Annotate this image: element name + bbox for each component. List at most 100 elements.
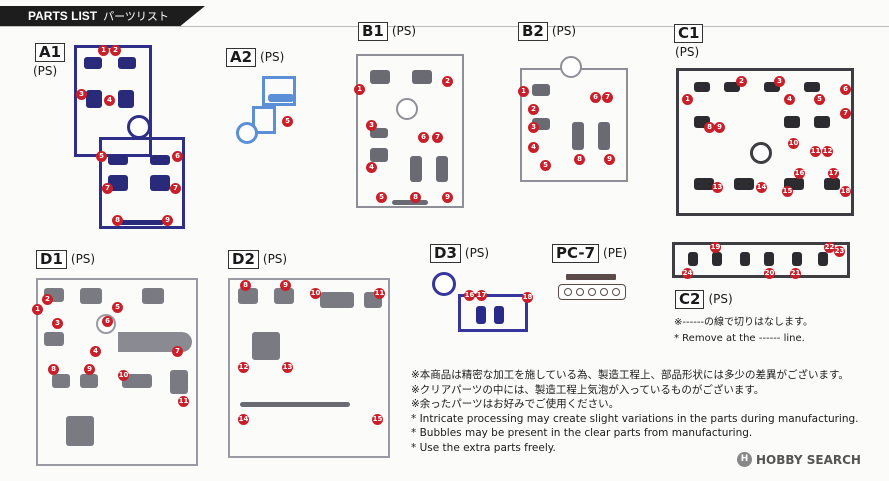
part-number: 2 — [42, 294, 53, 305]
part-number: 9 — [442, 192, 453, 203]
part-number: 12 — [822, 146, 833, 157]
runner-b2-label: B2(PS) — [518, 22, 576, 41]
part-number: 5 — [540, 160, 551, 171]
runner-material: (PS) — [464, 246, 490, 260]
runner-c1-label: C1 — [674, 24, 704, 43]
polycap — [564, 288, 572, 296]
part — [142, 288, 164, 304]
runner-a1: 1 2 3 4 5 6 7 7 8 9 — [74, 45, 189, 231]
part-number: 5 — [96, 151, 107, 162]
part-number: 3 — [76, 89, 87, 100]
part-number: 17 — [476, 290, 487, 301]
runner-code: C2 — [675, 290, 705, 309]
runner-code: C1 — [674, 24, 704, 43]
part-number: 5 — [814, 94, 825, 105]
part — [824, 178, 840, 190]
part — [740, 252, 750, 266]
part — [240, 402, 350, 407]
part — [170, 370, 188, 394]
part-number: 13 — [282, 362, 293, 373]
cut-line-note: ※------の線で切りはなします。 * Remove at the -----… — [674, 315, 813, 347]
part-number: 17 — [828, 168, 839, 179]
part — [80, 288, 102, 304]
runner-d3: 16 17 18 — [428, 268, 540, 338]
part — [118, 90, 134, 108]
part-number: 18 — [840, 186, 851, 197]
part-number: 14 — [756, 182, 767, 193]
part-number: 22 — [824, 242, 835, 253]
part — [80, 374, 98, 388]
part-number: 20 — [764, 268, 775, 279]
part-number: 9 — [604, 154, 615, 165]
part — [86, 90, 102, 108]
note-line: ※本商品は精密な加工を施している為、製造工程上、部品形状には多少の差異がございま… — [411, 369, 849, 381]
runner-material: (PS) — [708, 292, 733, 306]
part-number: 1 — [32, 304, 43, 315]
part — [814, 116, 830, 128]
part-number: 21 — [790, 268, 801, 279]
note-line: * Bubbles may be present in the clear pa… — [411, 427, 753, 440]
part — [118, 57, 136, 69]
runner-d2: 8 9 10 11 12 13 14 15 — [224, 274, 394, 464]
part-number: 3 — [774, 76, 785, 87]
part-number: 5 — [112, 302, 123, 313]
runner-a2-label: A2(PS) — [226, 48, 284, 67]
part — [688, 252, 698, 266]
part-number: 8 — [240, 280, 251, 291]
part-number: 14 — [238, 414, 249, 425]
part-number: 3 — [52, 318, 63, 329]
runner-material: (PS) — [70, 252, 96, 266]
part-number: 11 — [810, 146, 821, 157]
part — [392, 200, 428, 205]
runner-frame — [676, 68, 854, 216]
cut-line-note-en: * Remove at the ------ line. — [674, 333, 805, 344]
part-number: 7 — [432, 132, 443, 143]
runner-code: B1 — [358, 22, 388, 41]
part — [598, 122, 610, 150]
polycap — [588, 288, 596, 296]
part — [150, 155, 170, 165]
part-number: 13 — [712, 182, 723, 193]
part — [84, 57, 102, 69]
runner-gate-ring — [127, 115, 151, 139]
part-number: 9 — [84, 364, 95, 375]
runner-c2: 19 20 21 22 23 24 — [668, 236, 852, 284]
part-number: 15 — [372, 414, 383, 425]
part — [412, 70, 432, 84]
polycap — [576, 288, 584, 296]
runner-code: B2 — [518, 22, 548, 41]
part-number: 15 — [782, 186, 793, 197]
part — [252, 332, 280, 360]
part — [410, 156, 422, 182]
part — [108, 175, 128, 191]
part — [66, 416, 94, 446]
runner-code: D2 — [228, 250, 259, 269]
runner-gate-ring — [560, 56, 582, 78]
runner-pc7 — [554, 274, 632, 304]
note-line: * Intricate processing may create slight… — [411, 412, 859, 425]
part — [818, 252, 828, 266]
part-number: 6 — [590, 92, 601, 103]
part-number: 19 — [710, 242, 721, 253]
runner-d3-label: D3(PS) — [430, 244, 489, 263]
part — [108, 155, 128, 165]
runner-frame — [458, 294, 528, 332]
part-number: 7 — [840, 108, 851, 119]
part-number: 8 — [410, 192, 421, 203]
runner-a2: 5 — [232, 72, 302, 152]
part — [370, 128, 388, 138]
runner-code: PC-7 — [552, 244, 600, 263]
part-number: 11 — [178, 396, 189, 407]
part-number: 4 — [366, 162, 377, 173]
runner-b1-label: B1(PS) — [358, 22, 416, 41]
part — [532, 84, 550, 96]
part-number: 2 — [110, 45, 121, 56]
part-number: 6 — [172, 151, 183, 162]
part — [238, 288, 258, 304]
runner-material: (PS) — [391, 24, 417, 38]
part-number: 8 — [704, 122, 715, 133]
runner-frame — [262, 76, 296, 106]
runner-c1: 1 2 3 4 5 6 7 8 9 10 11 12 13 14 15 16 1… — [674, 66, 856, 218]
runner-code: A2 — [226, 48, 257, 67]
